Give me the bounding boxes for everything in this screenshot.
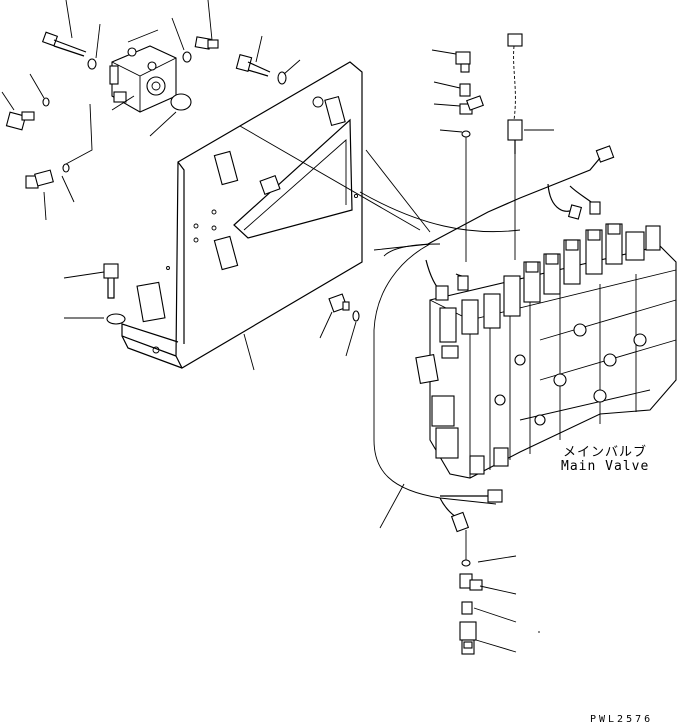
o-ring-small (461, 130, 471, 138)
pilot-valve-block (109, 45, 177, 113)
bolt-top-left (41, 31, 87, 57)
wire-harness-right (427, 145, 615, 245)
washer (106, 313, 126, 325)
bolt-top-center (235, 54, 271, 77)
elbow-fitting-left (5, 111, 35, 131)
main-valve-label-jp: メインバルブ (563, 445, 648, 460)
adapter (459, 83, 471, 97)
mounting-bracket (121, 61, 363, 369)
leader-lines (1, 0, 554, 653)
o-ring-small (182, 51, 192, 63)
hose-line (239, 125, 421, 231)
main-valve-label-en: Main Valve (561, 459, 650, 474)
washer (277, 71, 287, 85)
hose-line (383, 243, 441, 257)
o-ring-small (42, 97, 50, 107)
plug (328, 293, 350, 313)
bolt-mid-left (103, 263, 119, 299)
valve-hoses (425, 259, 503, 533)
o-ring-small (62, 163, 70, 173)
elbow-adapter-bottom (459, 573, 483, 591)
connector-top (455, 51, 471, 73)
leader (65, 103, 93, 165)
valve-spool-caps (439, 223, 661, 343)
elbow-adapter (459, 95, 484, 115)
washer (87, 58, 97, 70)
hose-line (373, 243, 497, 505)
elbow-fitting-top (194, 36, 219, 50)
elbow-fitting-bottom-left (25, 169, 54, 189)
pressure-sensor-bottom (459, 621, 477, 655)
o-ring-large (170, 93, 192, 111)
hose-line (365, 149, 431, 233)
hose-line (359, 191, 521, 233)
o-ring-small (352, 310, 360, 322)
o-ring-small (461, 559, 471, 567)
pressure-switch-top (507, 33, 523, 154)
drawing-code: PWL2576 (590, 714, 654, 725)
adapter (461, 601, 473, 615)
